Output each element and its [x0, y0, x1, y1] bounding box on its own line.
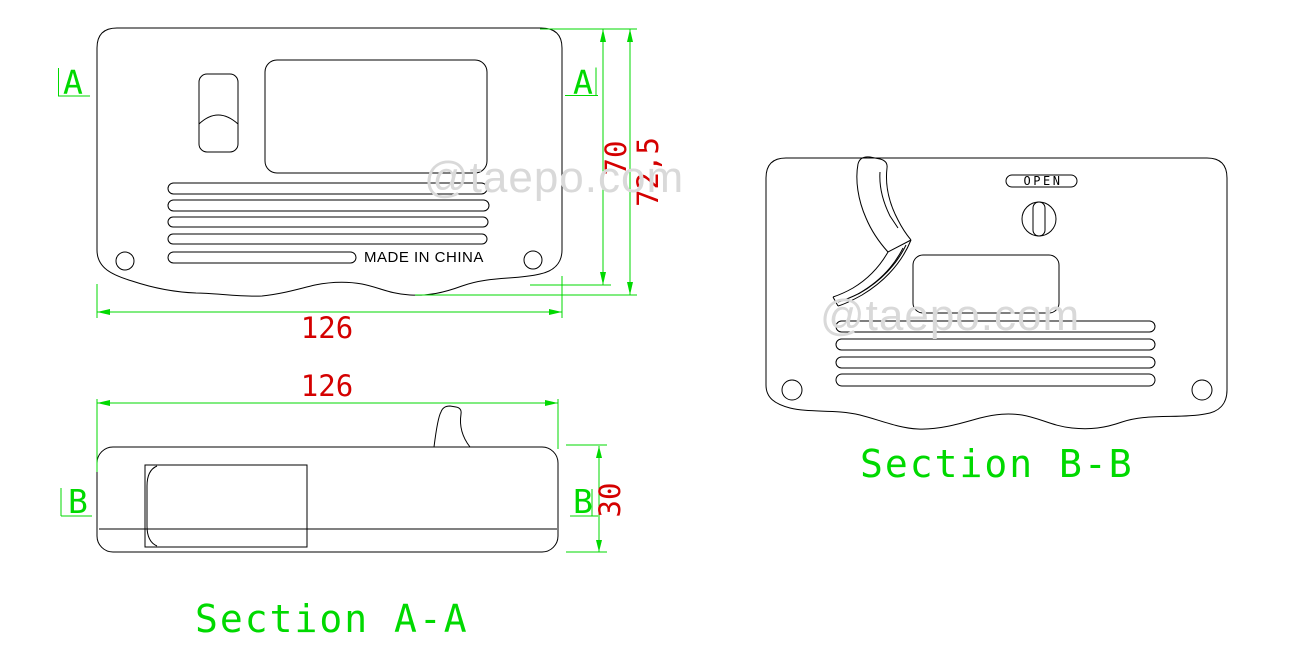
aa-inner-block [144, 464, 308, 548]
arrowhead [97, 400, 110, 406]
section-bb-linework: OPEN [765, 156, 1228, 430]
arrowhead [545, 400, 558, 406]
vent-slot [835, 338, 1156, 351]
vent-slot [835, 356, 1156, 369]
section-marker-a-left: A [63, 63, 83, 102]
latch-blade-edge [856, 163, 889, 253]
open-label: OPEN [1024, 174, 1063, 188]
arrowhead [549, 309, 562, 315]
dim-text-126: 126 [301, 311, 353, 345]
screw-hole [523, 250, 543, 270]
aa-body-outline [96, 446, 559, 553]
vent-slot [167, 251, 357, 264]
aa-inner-lip [146, 465, 158, 547]
watermark-back: @taepo.com [820, 291, 1080, 340]
dim-text-70: 70 [599, 141, 633, 176]
front-window [264, 59, 488, 174]
front-view-linework: MADE IN CHINA [96, 27, 563, 297]
watermark-front: @taepo.com [424, 153, 684, 202]
latch-arc-outer [837, 239, 912, 307]
vent-slot [167, 182, 488, 195]
latch-blade-edge [886, 167, 912, 241]
front-body-outline [96, 27, 563, 297]
latch-blade-cap [857, 156, 888, 169]
screw-hole [781, 379, 803, 401]
screw-hole [1191, 379, 1213, 401]
made-in-china-label: MADE IN CHINA [364, 249, 484, 266]
bb-vent-slots [835, 320, 1156, 387]
bb-screw [1021, 201, 1057, 237]
section-aa-annotations: 126 B B 30 [60, 369, 627, 553]
vent-slot [167, 199, 490, 212]
arrowhead [600, 29, 606, 42]
section-marker-b-right: B [573, 482, 593, 521]
section-aa-linework [96, 405, 559, 553]
aa-latch-tab [433, 405, 471, 448]
section-marker-b-left: B [68, 482, 88, 521]
vent-slot [167, 233, 488, 245]
vent-slot [835, 320, 1156, 333]
latch-arc-inner [832, 251, 889, 298]
front-button-arc [198, 114, 239, 125]
dim-text-72-5: 72,5 [631, 137, 665, 207]
latch-arc-line [857, 247, 904, 295]
dim-text-30: 30 [593, 483, 627, 518]
arrowhead [627, 29, 633, 42]
bb-latch-lever [832, 156, 912, 307]
arrowhead [600, 272, 606, 285]
section-aa-title: Section A-A [195, 597, 469, 641]
open-label-outline [1005, 174, 1078, 188]
bb-open-label-plate: OPEN [1005, 174, 1078, 188]
vent-slot [167, 216, 489, 228]
screw-slot [1032, 201, 1046, 237]
latch-blade-base [887, 239, 912, 253]
bb-screw-holes [781, 379, 1213, 401]
bb-window [912, 254, 1060, 314]
latch-arc-end [832, 296, 839, 307]
arrowhead [596, 446, 602, 458]
screw-head [1021, 201, 1057, 237]
front-view-annotations: A A 70 72,5 126 [58, 28, 665, 345]
screw-hole [115, 251, 135, 271]
latch-blade-fold [879, 171, 899, 229]
dim-text-126: 126 [301, 369, 353, 403]
front-screw-holes [115, 250, 543, 271]
vent-slot [835, 373, 1156, 387]
section-bb-title: Section B-B [860, 442, 1134, 486]
arrowhead [97, 309, 110, 315]
arrowhead [627, 282, 633, 295]
arrowhead [596, 540, 602, 552]
bb-body-outline [765, 157, 1228, 430]
section-marker-a-right: A [573, 63, 593, 102]
front-vent-slots [167, 182, 490, 264]
front-button [198, 73, 239, 153]
